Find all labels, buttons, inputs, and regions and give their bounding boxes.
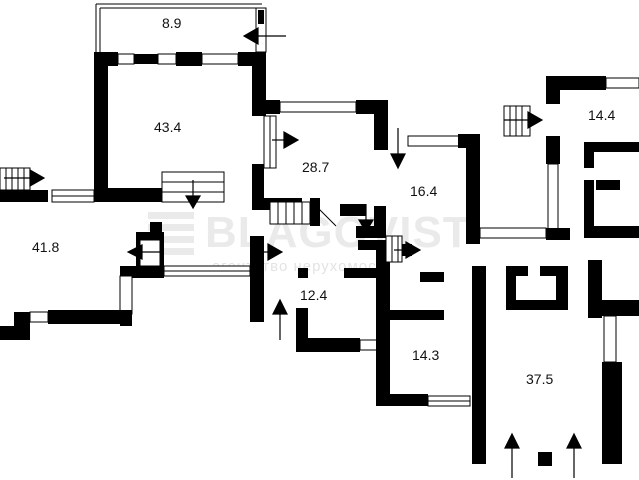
- room-outline-top: [95, 3, 267, 53]
- arrow-right-icon: [4, 168, 46, 188]
- room-area-label: 12.4: [300, 287, 327, 303]
- room-labels: 8.9 43.4 28.7 16.4 14.4 41.8 12.4 14.3 3…: [32, 15, 615, 387]
- walls: [0, 52, 639, 466]
- arrow-up-icon: [566, 432, 582, 478]
- arrow-up-icon: [504, 432, 520, 478]
- room-area-label: 16.4: [410, 183, 437, 199]
- entrance-arrows: [4, 26, 582, 478]
- arrow-right-icon: [394, 240, 422, 260]
- arrow-right-icon: [504, 110, 544, 130]
- arrow-left-icon: [242, 26, 286, 46]
- watermark-brand: BLAGOVIST: [205, 208, 471, 257]
- room-area-label: 28.7: [302, 159, 329, 175]
- arrow-down-icon: [184, 180, 202, 210]
- arrow-right-icon: [256, 242, 284, 262]
- arrow-right-icon: [272, 130, 300, 150]
- room-area-label: 14.3: [412, 347, 439, 363]
- arrow-down-icon: [357, 204, 375, 234]
- stairs: [0, 105, 531, 267]
- room-area-label: 43.4: [154, 119, 181, 135]
- room-area-label: 14.4: [588, 107, 615, 123]
- arrow-left-icon: [126, 244, 160, 260]
- room-area-label: 41.8: [32, 239, 59, 255]
- blagovist-logo-icon: [148, 212, 194, 255]
- room-area-label: 8.9: [162, 15, 182, 31]
- arrow-up-icon: [272, 298, 288, 340]
- room-area-label: 37.5: [526, 371, 553, 387]
- arrow-down-icon: [390, 128, 406, 170]
